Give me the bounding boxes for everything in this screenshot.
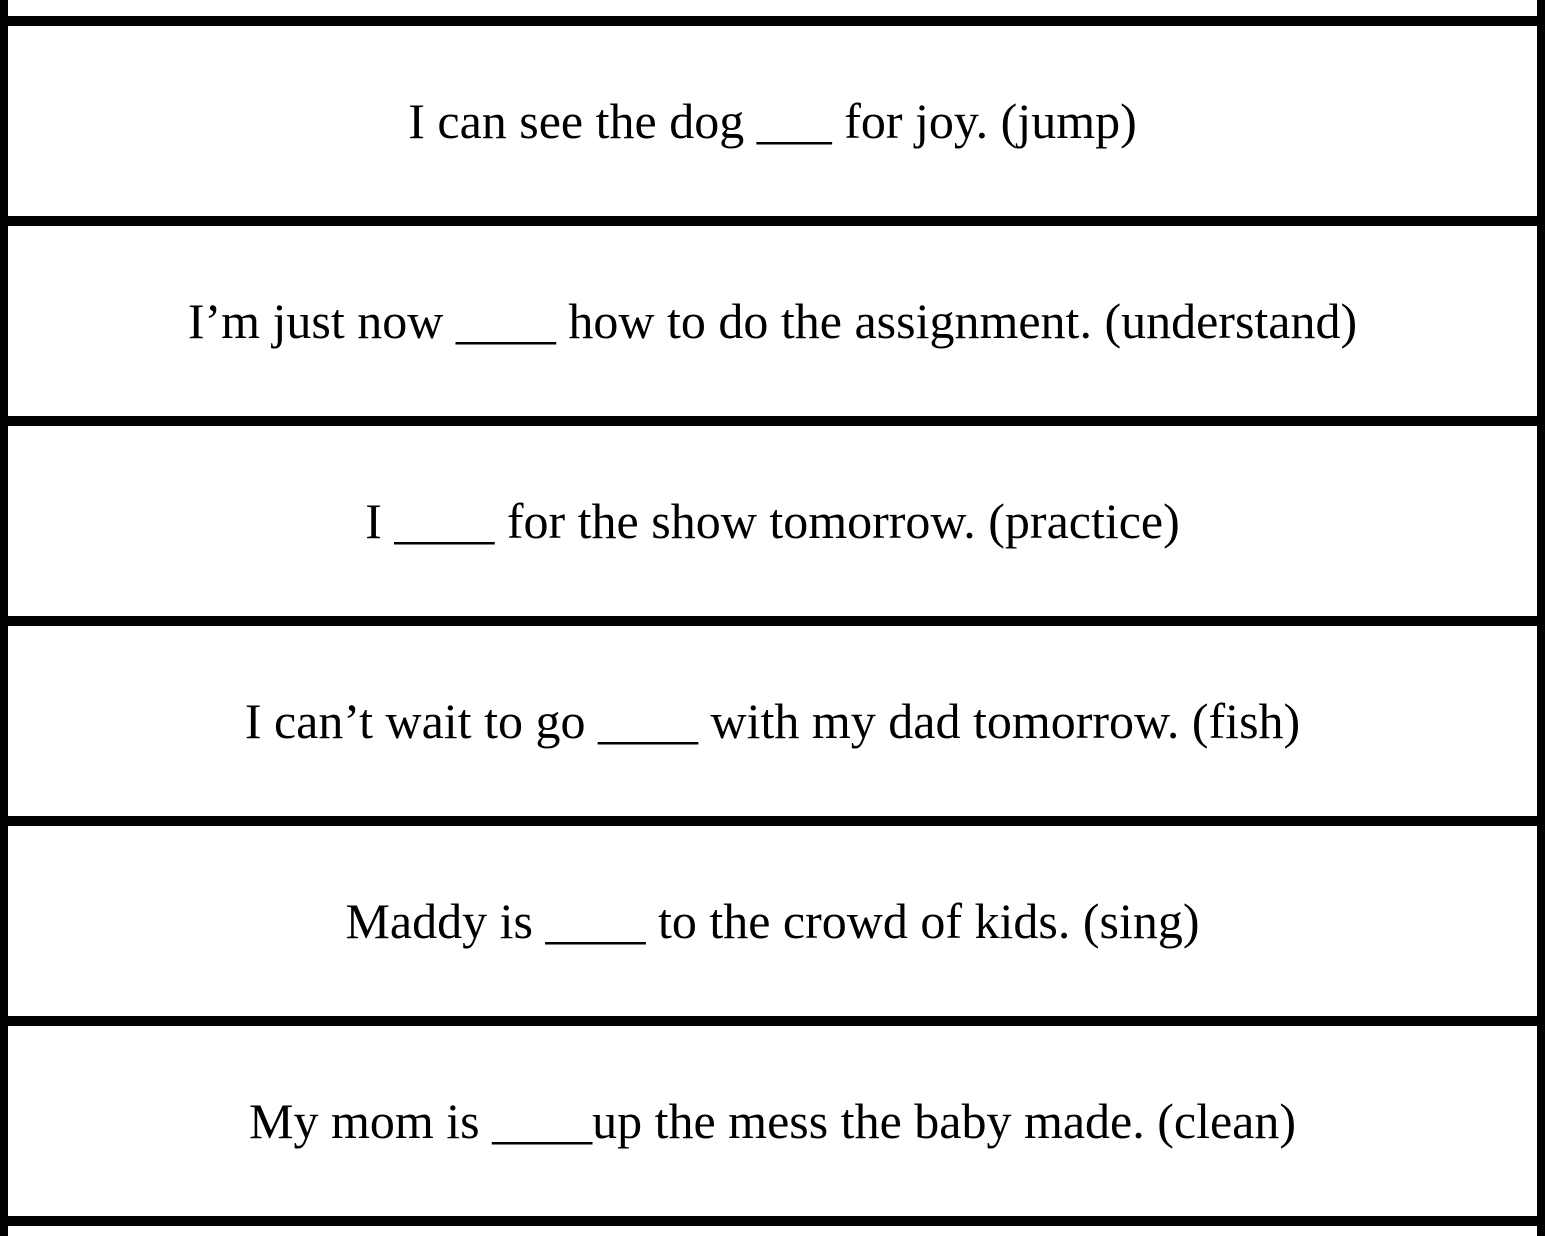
sentence-text: I ____ for the show tomorrow. (practice) [365,493,1180,549]
worksheet-row-practice: I ____ for the show tomorrow. (practice) [8,416,1537,616]
worksheet-row-understand: I’m just now ____ how to do the assignme… [8,216,1537,416]
worksheet-row-clean: My mom is ____up the mess the baby made.… [8,1016,1537,1216]
worksheet-row-sing: Maddy is ____ to the crowd of kids. (sin… [8,816,1537,1016]
sentence-text: I’m just now ____ how to do the assignme… [187,293,1358,349]
partial-row-top [8,0,1537,16]
sentence-text: I can see the dog ___ for joy. (jump) [408,93,1137,149]
partial-row-bottom [8,1216,1537,1236]
sentence-text: Maddy is ____ to the crowd of kids. (sin… [345,893,1200,949]
sentence-text: I can’t wait to go ____ with my dad tomo… [244,693,1301,749]
sentence-text: My mom is ____up the mess the baby made.… [249,1093,1296,1149]
worksheet-row-fish: I can’t wait to go ____ with my dad tomo… [8,616,1537,816]
worksheet-row-jump: I can see the dog ___ for joy. (jump) [8,16,1537,216]
